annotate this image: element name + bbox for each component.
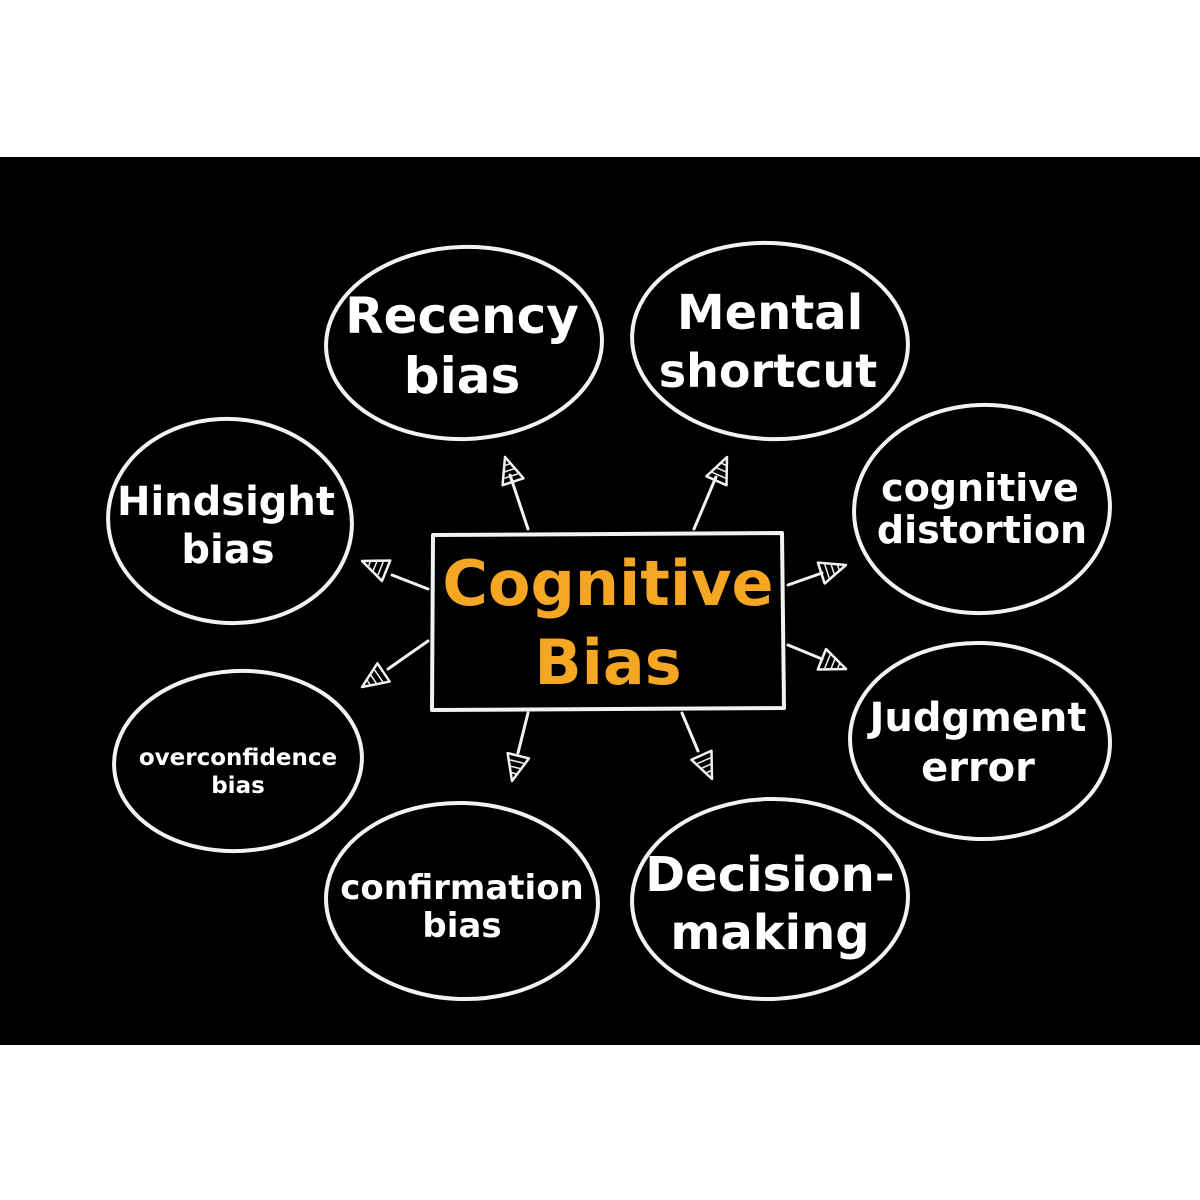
arrow-judgment: [786, 643, 852, 681]
node-overconfidence-line2: bias: [211, 773, 265, 799]
center-label-line1: Cognitive: [442, 547, 773, 620]
node-confirmation-bias: confirmation bias: [324, 800, 600, 1002]
node-recency-line2: bias: [404, 347, 520, 405]
node-overconfidence-line1: overconfidence: [139, 745, 337, 771]
arrow-confirmation: [500, 711, 531, 785]
node-hindsight-line1: Hindsight: [117, 479, 335, 525]
node-confirmation-line1: confirmation: [340, 868, 584, 908]
node-mental-shortcut: Mental shortcut: [630, 240, 910, 442]
node-judgment-error: Judgment error: [848, 640, 1112, 842]
node-decision-line2: making: [670, 905, 869, 961]
node-recency-bias: Recency bias: [324, 244, 604, 442]
arrow-mental: [692, 451, 739, 531]
arrow-decision: [680, 711, 724, 785]
node-cognitive-distortion: cognitive distortion: [852, 402, 1112, 616]
node-overconfidence-bias: overconfidence bias: [112, 668, 364, 854]
node-judgment-line1: Judgment: [866, 695, 1086, 741]
chalkboard: Cognitive Bias: [0, 157, 1200, 1045]
center-label-line2: Bias: [534, 626, 681, 699]
arrow-distortion: [786, 553, 851, 587]
arrow-hindsight: [356, 549, 430, 591]
node-judgment-line2: error: [921, 745, 1035, 791]
node-confirmation-line2: bias: [422, 906, 501, 946]
center-node: Cognitive Bias: [430, 531, 786, 712]
node-distortion-line1: cognitive: [881, 466, 1079, 510]
node-mental-line2: shortcut: [659, 344, 877, 398]
node-recency-line1: Recency: [345, 287, 579, 345]
node-distortion-line2: distortion: [877, 508, 1087, 552]
arrow-overconfidence: [354, 639, 430, 698]
mind-map: Cognitive Bias: [106, 240, 1112, 1002]
node-decision-line1: Decision-: [645, 847, 894, 903]
node-hindsight-bias: Hindsight bias: [106, 416, 354, 626]
arrow-recency: [493, 452, 530, 531]
node-decision-making: Decision- making: [630, 796, 910, 1002]
node-hindsight-line2: bias: [181, 527, 274, 573]
node-mental-line1: Mental: [677, 285, 863, 341]
